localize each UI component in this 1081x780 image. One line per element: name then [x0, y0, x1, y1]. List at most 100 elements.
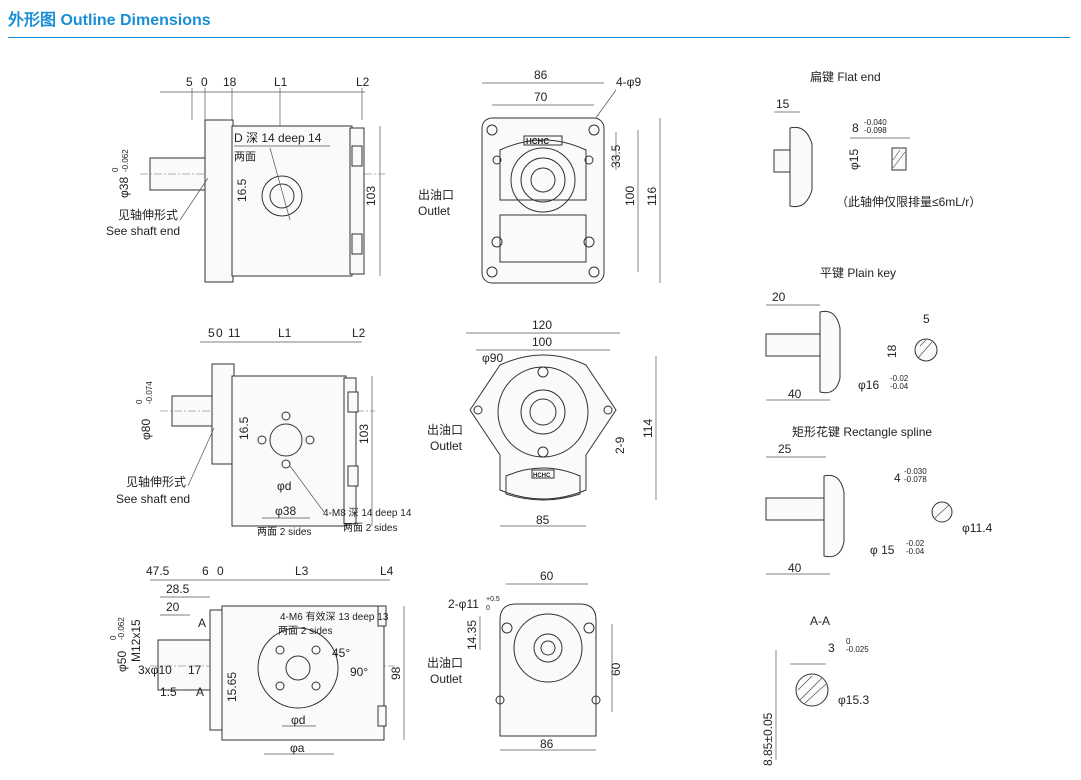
section-A-top: A	[198, 616, 206, 630]
tol-upper: 0	[111, 167, 120, 172]
dim-120: 120	[532, 318, 552, 332]
dim-47-5: 47.5	[146, 564, 170, 578]
dim-L1: L1	[274, 75, 288, 89]
aa-section	[795, 673, 829, 707]
dim-100: 100	[532, 335, 552, 349]
dim-L4: L4	[380, 564, 394, 578]
hatch	[892, 151, 906, 169]
thread-hole	[275, 681, 285, 691]
tol-lower: -0.025	[846, 645, 869, 654]
spline-flange	[823, 474, 845, 558]
upper-lobe	[499, 139, 587, 201]
dim-40: 40	[788, 387, 802, 401]
flange	[211, 363, 235, 465]
tol-upper: 0	[109, 635, 118, 640]
thread-hole	[281, 411, 291, 421]
boss-mid	[520, 157, 566, 203]
view6-front: 60 2-φ11 +0.5 0 14.35 60 86 出油口 Outlet	[427, 569, 623, 751]
brand-plate	[531, 469, 555, 479]
dim-2-9: 2-9	[613, 436, 627, 454]
tol-upper: -0.02	[890, 374, 909, 383]
two-sides-label-2: 两面 2 sides	[343, 523, 397, 534]
dim-25: 25	[778, 442, 792, 456]
shaft-cn: 见轴伸形式	[118, 207, 178, 222]
dim-15: 15	[776, 97, 790, 111]
dim-18: 18	[885, 344, 899, 358]
dim-8-85: 8.85±0.05	[761, 712, 775, 766]
outlet-cn: 出油口	[418, 188, 454, 202]
two-sides-label: 两面 2 sides	[257, 527, 311, 538]
tol-upper: -0.040	[864, 118, 887, 127]
dia-15: φ 15	[870, 543, 895, 557]
taper-1-5: 1:5	[160, 685, 177, 699]
dim-8: 8	[852, 121, 859, 135]
boss-outer	[513, 613, 583, 683]
tol-upper: -0.030	[904, 467, 927, 476]
dim-L3: L3	[295, 564, 309, 578]
view2-front: 86 70 4-φ9 HCHC 33.5 100 116 出油口 Outlet	[418, 68, 661, 284]
tol-upper: 0	[846, 637, 851, 646]
rear-cover	[343, 377, 357, 525]
lower-lobe	[505, 467, 581, 501]
pump-body	[231, 125, 353, 277]
boss-outer	[520, 389, 566, 435]
outlet-cn: 出油口	[427, 656, 463, 670]
holes-4-9: 4-φ9	[616, 75, 641, 89]
dia-a: φa	[290, 741, 305, 755]
small-hole	[491, 236, 503, 248]
plain-flange	[819, 310, 841, 394]
shaft	[157, 639, 211, 691]
dia-80: φ80	[139, 419, 153, 440]
bolt	[351, 233, 363, 255]
flange-hole	[603, 405, 613, 415]
dim-70: 70	[534, 90, 548, 104]
aa-title: A-A	[810, 614, 830, 628]
bolt-hole	[537, 366, 549, 378]
dia-15-3: φ15.3	[838, 693, 869, 707]
dim-11: 11	[228, 326, 241, 340]
view1-side: 5 0 18 L1 L2 D 深 14 deep 14 两面 16.5 φ38 …	[106, 75, 385, 283]
pump-body	[231, 375, 347, 527]
bolt	[377, 605, 387, 627]
bolt-hole	[501, 622, 513, 634]
tol-lower: -0.098	[864, 126, 887, 135]
dia-50: φ50	[115, 651, 129, 672]
dim-33-5: 33.5	[609, 144, 623, 168]
outlet-cn: 出油口	[427, 423, 463, 437]
header-rule	[8, 37, 1070, 38]
dim-20: 20	[772, 290, 786, 304]
leader	[269, 147, 291, 221]
brand-label: HCHC	[533, 473, 551, 479]
leader	[289, 465, 325, 513]
plain-title: 平键 Plain key	[820, 266, 896, 280]
port	[269, 423, 303, 457]
side-hole	[591, 695, 601, 705]
boss-inner	[529, 398, 557, 426]
two-sides-label: 两面 2 sides	[278, 626, 332, 637]
side-hole	[495, 695, 505, 705]
tol-lower-2: -0.04	[906, 547, 925, 556]
two-sides-label: 两面	[234, 151, 256, 163]
dim-0: 0	[216, 326, 223, 340]
dim-114: 114	[641, 419, 655, 438]
hatch	[797, 675, 813, 691]
flange-plate	[469, 354, 617, 500]
leader	[187, 427, 215, 487]
spline-shaft	[765, 497, 825, 521]
dim-40: 40	[788, 561, 802, 575]
dim-14-35: 14.35	[465, 620, 479, 650]
hatch	[803, 683, 827, 705]
dim-16-5: 16.5	[235, 178, 249, 202]
dim-86: 86	[540, 737, 554, 751]
thread-hole	[257, 435, 267, 445]
brand-label: HCHC	[526, 137, 549, 146]
small-hole	[584, 155, 594, 165]
flat-title: 扁键 Flat end	[810, 70, 881, 84]
boss-outer	[510, 147, 576, 213]
spline-title: 矩形花键 Rectangle spline	[792, 424, 932, 439]
page-title: 外形图 Outline Dimensions	[8, 12, 211, 29]
dim-116: 116	[645, 187, 659, 206]
view5-side: 47.5 6 0 L3 L4 28.5 20 A 4-M6 有效深 13 dee…	[109, 564, 405, 755]
angle-90: 90°	[350, 665, 368, 679]
bolt	[351, 145, 363, 167]
